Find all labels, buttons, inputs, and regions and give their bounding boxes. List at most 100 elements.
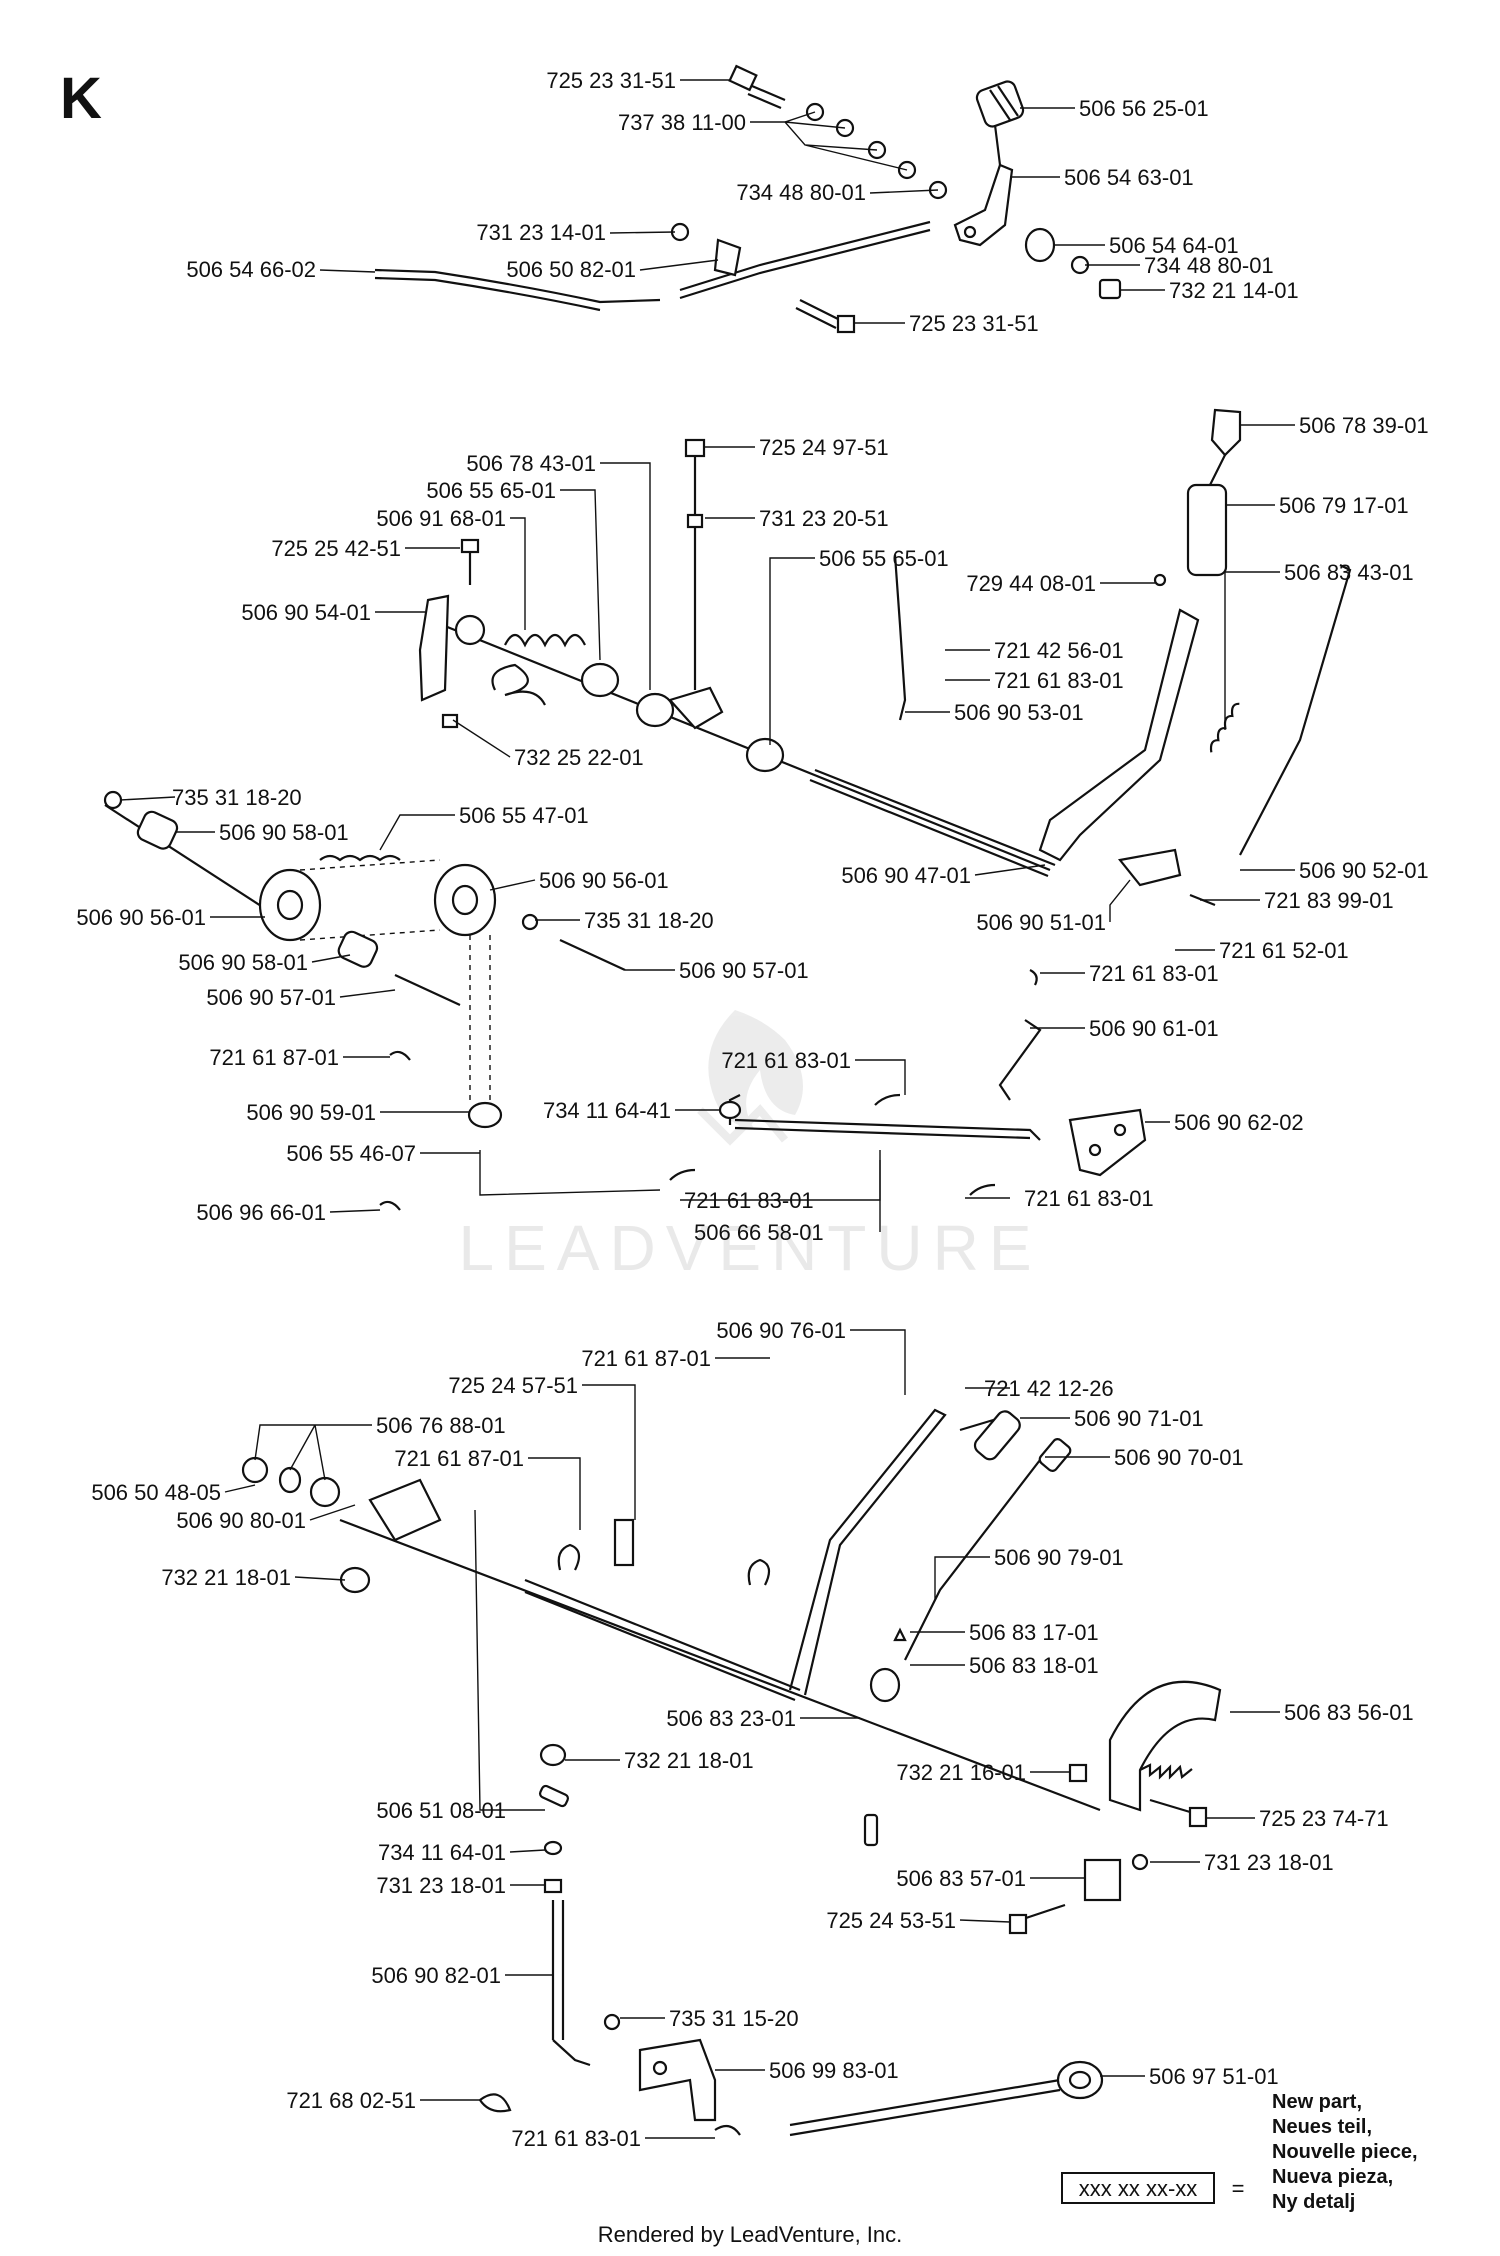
part-label: 506 55 47-01	[459, 803, 589, 828]
part-labels-middle: 506 78 43-01 506 55 65-01 506 91 68-01 7…	[76, 413, 1428, 1245]
part-label: 721 83 99-01	[1264, 888, 1394, 913]
part-label: 506 90 56-01	[76, 905, 206, 930]
part-label: 737 38 11-00	[618, 110, 746, 135]
part-label: 721 61 83-01	[721, 1048, 851, 1073]
part-label: 506 54 64-01	[1109, 233, 1239, 258]
part-label: 725 23 31-51	[909, 311, 1039, 336]
part-label: 506 50 48-05	[91, 1480, 221, 1505]
part-label: 721 61 83-01	[994, 668, 1124, 693]
middle-assembly-drawing	[103, 408, 1352, 1211]
part-label: 734 48 80-01	[1144, 253, 1274, 278]
part-label: 506 78 39-01	[1299, 413, 1429, 438]
part-label: 732 21 18-01	[624, 1748, 754, 1773]
part-labels-bottom: 506 90 76-01 721 61 87-01 721 42 12-26 7…	[91, 1318, 1413, 2151]
part-label: 506 90 51-01	[976, 910, 1106, 935]
part-label: 731 23 18-01	[376, 1873, 506, 1898]
part-label: 731 23 14-01	[476, 220, 606, 245]
part-label: 506 55 65-01	[819, 546, 949, 571]
part-label: 506 96 66-01	[196, 1200, 326, 1225]
part-label: 506 90 76-01	[716, 1318, 846, 1343]
bottom-assembly-drawing	[241, 1408, 1222, 2137]
part-label: 506 55 46-07	[286, 1141, 416, 1166]
part-label: 506 97 51-01	[1149, 2064, 1279, 2089]
part-label: 729 44 08-01	[966, 571, 1096, 596]
part-label: 506 83 56-01	[1284, 1700, 1414, 1725]
part-label: 721 61 87-01	[394, 1446, 524, 1471]
part-label: 725 23 31-51	[546, 68, 676, 93]
part-label: 506 90 47-01	[841, 863, 971, 888]
part-label: 506 76 88-01	[376, 1413, 506, 1438]
part-label: 721 68 02-51	[286, 2088, 416, 2113]
part-label: 506 90 53-01	[954, 700, 1084, 725]
part-label: 732 21 14-01	[1169, 278, 1299, 303]
part-label: 506 54 66-02	[186, 257, 316, 282]
legend-line: New part,	[1272, 2091, 1362, 2113]
part-label: 506 90 52-01	[1299, 858, 1429, 883]
part-label: 721 61 83-01	[511, 2126, 641, 2151]
part-label: 506 83 43-01	[1284, 560, 1414, 585]
part-label: 725 24 53-51	[826, 1908, 956, 1933]
part-label: 732 25 22-01	[514, 745, 644, 770]
watermark-text: LEADVENTURE	[459, 1212, 1042, 1284]
legend-equals: =	[1232, 2176, 1245, 2201]
footer-credit: Rendered by LeadVenture, Inc.	[598, 2222, 903, 2247]
part-label: 506 90 70-01	[1114, 1445, 1244, 1470]
part-label: 725 24 97-51	[759, 435, 889, 460]
part-label: 506 90 61-01	[1089, 1016, 1219, 1041]
part-label: 734 11 64-01	[378, 1840, 506, 1865]
part-label: 506 99 83-01	[769, 2058, 899, 2083]
part-label: 506 50 82-01	[506, 257, 636, 282]
part-label: 506 56 25-01	[1079, 96, 1209, 121]
part-label: 725 23 74-71	[1259, 1806, 1389, 1831]
legend-box-text: xxx xx xx-xx	[1079, 2176, 1198, 2201]
part-label: 506 90 62-02	[1174, 1110, 1304, 1135]
part-label: 506 90 82-01	[371, 1963, 501, 1988]
part-label: 506 51 08-01	[376, 1798, 506, 1823]
part-label: 506 90 54-01	[241, 600, 371, 625]
part-label: 506 91 68-01	[376, 506, 506, 531]
part-label: 506 90 71-01	[1074, 1406, 1204, 1431]
part-label: 735 31 18-20	[584, 908, 714, 933]
sheet-letter: K	[60, 66, 102, 131]
part-label: 732 21 18-01	[161, 1565, 291, 1590]
part-label: 735 31 15-20	[669, 2006, 799, 2031]
part-label: 734 11 64-41	[543, 1098, 671, 1123]
part-label: 506 90 59-01	[246, 1100, 376, 1125]
part-label: 721 61 52-01	[1219, 938, 1349, 963]
part-label: 506 90 57-01	[679, 958, 809, 983]
part-label: 721 61 83-01	[1089, 961, 1219, 986]
part-label: 506 90 57-01	[206, 985, 336, 1010]
part-label: 506 90 58-01	[178, 950, 308, 975]
part-label: 721 61 87-01	[581, 1346, 711, 1371]
part-label: 506 66 58-01	[694, 1220, 824, 1245]
part-label: 721 61 83-01	[684, 1188, 814, 1213]
legend-line: Nueva pieza,	[1272, 2166, 1393, 2188]
legend-line: Neues teil,	[1272, 2116, 1372, 2138]
part-label: 735 31 18-20	[172, 785, 302, 810]
part-label: 721 42 56-01	[994, 638, 1124, 663]
leader-lines	[119, 79, 1295, 2139]
top-assembly-drawing	[374, 64, 1122, 334]
part-label: 506 83 57-01	[896, 1866, 1026, 1891]
legend-line: Nouvelle piece,	[1272, 2141, 1418, 2163]
part-label: 731 23 20-51	[759, 506, 889, 531]
part-label: 506 90 80-01	[176, 1508, 306, 1533]
legend: xxx xx xx-xx = New part, Neues teil, Nou…	[1061, 2091, 1418, 2213]
part-label: 734 48 80-01	[736, 180, 866, 205]
part-label: 506 83 17-01	[969, 1620, 1099, 1645]
part-labels-top: 725 23 31-51 737 38 11-00 734 48 80-01 7…	[186, 68, 1298, 336]
legend-line: Ny detalj	[1272, 2191, 1355, 2213]
part-label: 732 21 16-01	[896, 1760, 1026, 1785]
part-label: 506 83 18-01	[969, 1653, 1099, 1678]
part-label: 506 83 23-01	[666, 1706, 796, 1731]
part-label: 506 54 63-01	[1064, 165, 1194, 190]
part-label: 506 55 65-01	[426, 478, 556, 503]
part-label: 506 90 58-01	[219, 820, 349, 845]
part-label: 725 24 57-51	[448, 1373, 578, 1398]
part-label: 731 23 18-01	[1204, 1850, 1334, 1875]
part-label: 721 61 87-01	[209, 1045, 339, 1070]
part-label: 506 79 17-01	[1279, 493, 1409, 518]
part-label: 725 25 42-51	[271, 536, 401, 561]
part-label: 506 78 43-01	[466, 451, 596, 476]
